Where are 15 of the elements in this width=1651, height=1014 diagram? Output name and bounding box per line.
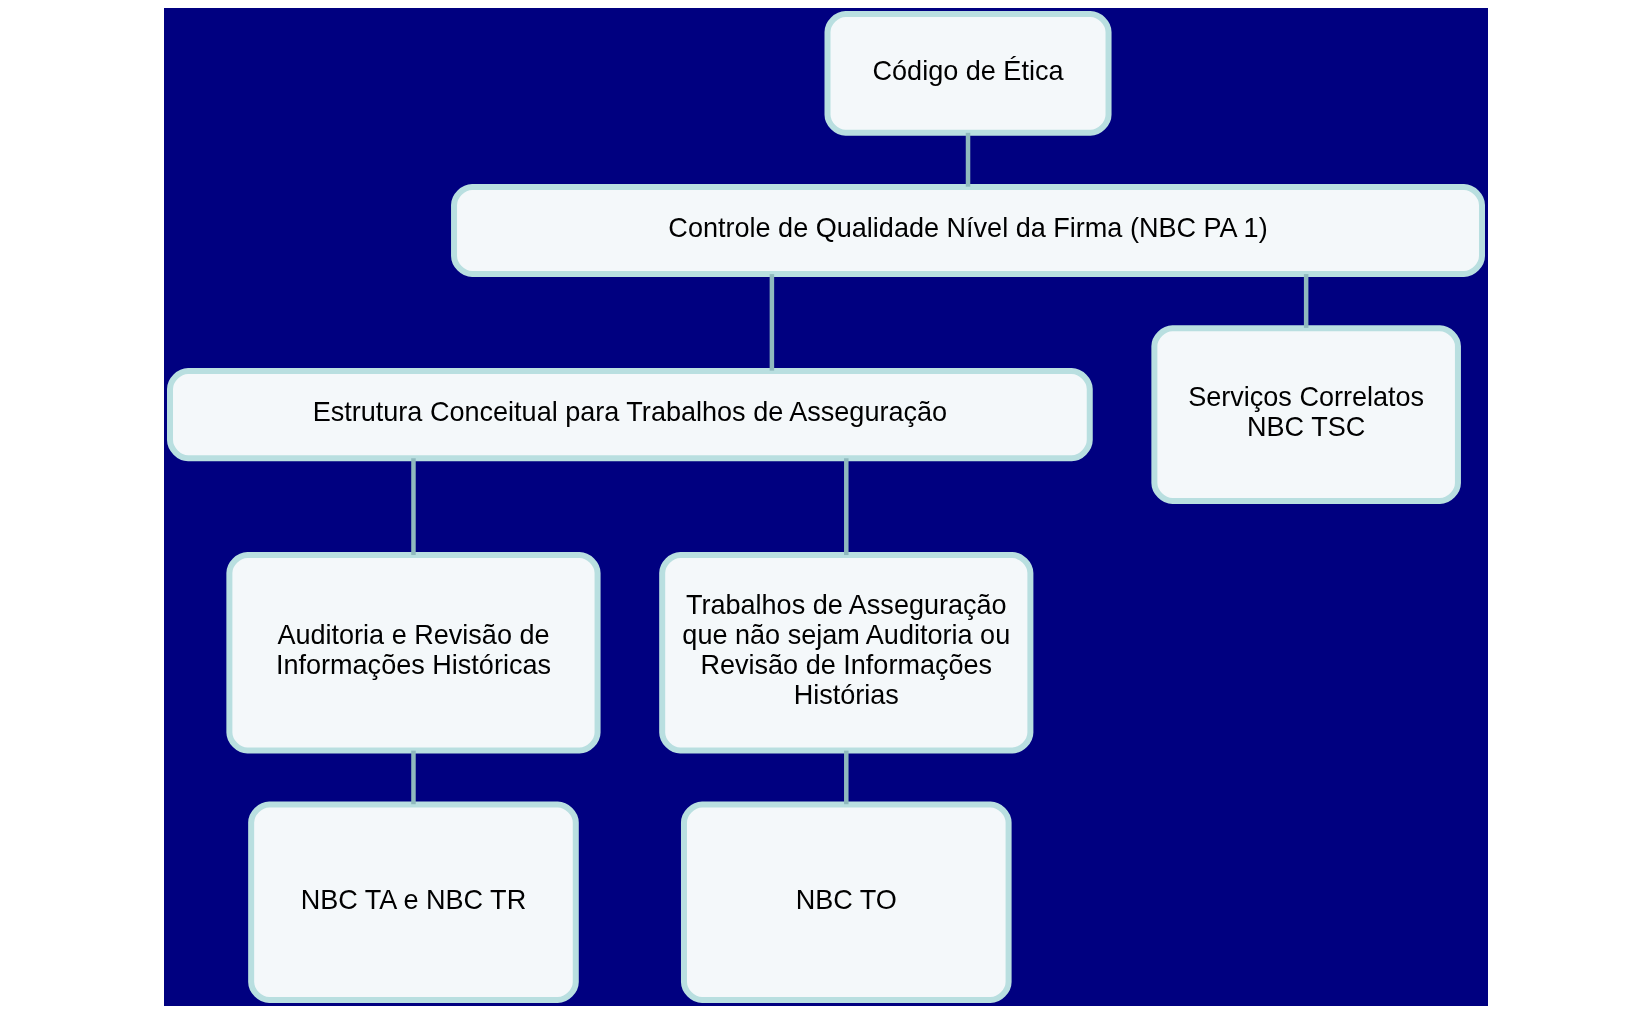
node-box: Trabalhos de Asseguração que não sejam Auditoria ou Revisão de Informações Histórias xyxy=(658,552,1033,754)
connector xyxy=(843,458,849,556)
node-box: NBC TO xyxy=(680,801,1012,1003)
node-box: Estrutura Conceitual para Trabalhos de Asseguração xyxy=(166,368,1093,462)
node-box: Serviços Correlatos NBC TSC xyxy=(1150,325,1461,504)
node-box: Código de Ética xyxy=(824,11,1112,136)
node-box: Controle de Qualidade Nível da Firma (NBC PA 1) xyxy=(450,183,1485,278)
connector xyxy=(1303,274,1308,328)
connector xyxy=(410,458,416,556)
node-box: NBC TA e NBC TR xyxy=(247,801,579,1003)
connector xyxy=(769,274,774,371)
connector xyxy=(843,750,849,805)
node-box: Auditoria e Revisão de Informações Históricas xyxy=(225,552,601,754)
connector xyxy=(965,132,970,187)
connector xyxy=(410,750,416,805)
